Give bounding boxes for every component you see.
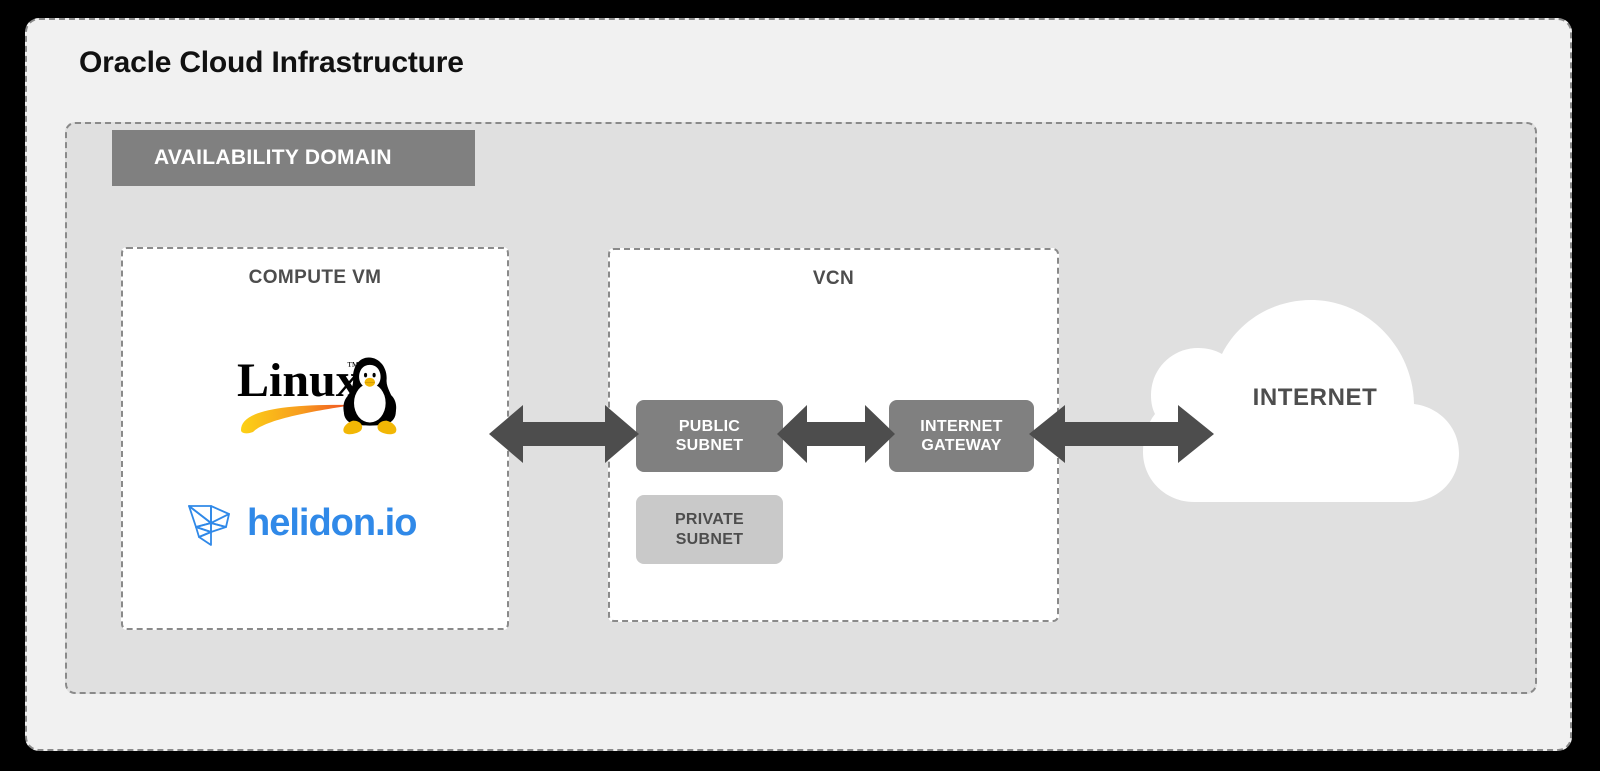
compute-vm-zone: COMPUTE VM Linux ™	[121, 247, 509, 630]
arrow-compute-to-public-subnet	[489, 403, 639, 465]
helidon-wordmark: helidon.io	[247, 502, 417, 544]
availability-domain-label: AVAILABILITY DOMAIN	[112, 130, 475, 186]
internet-gateway-box[interactable]: INTERNET GATEWAY	[889, 400, 1034, 472]
helidon-pinwheel-icon	[185, 497, 237, 549]
oracle-cloud-infrastructure-container: Oracle Cloud Infrastructure AVAILABILITY…	[25, 18, 1572, 751]
vcn-title: VCN	[812, 268, 855, 289]
arrow-internet-gateway-to-internet	[1029, 403, 1214, 465]
internet-cloud-shape: INTERNET	[1141, 290, 1461, 506]
helidon-logo: helidon.io	[185, 493, 440, 553]
private-subnet-box[interactable]: PRIVATE SUBNET	[636, 495, 783, 564]
page-title: Oracle Cloud Infrastructure	[79, 46, 464, 79]
linux-logo-icon: Linux ™	[235, 344, 403, 436]
arrow-public-subnet-to-internet-gateway	[777, 403, 895, 465]
availability-domain-container: AVAILABILITY DOMAIN COMPUTE VM Linux ™	[65, 122, 1537, 694]
compute-vm-title: COMPUTE VM	[248, 267, 382, 288]
public-subnet-box[interactable]: PUBLIC SUBNET	[636, 400, 783, 472]
svg-text:Linux: Linux	[237, 354, 360, 407]
